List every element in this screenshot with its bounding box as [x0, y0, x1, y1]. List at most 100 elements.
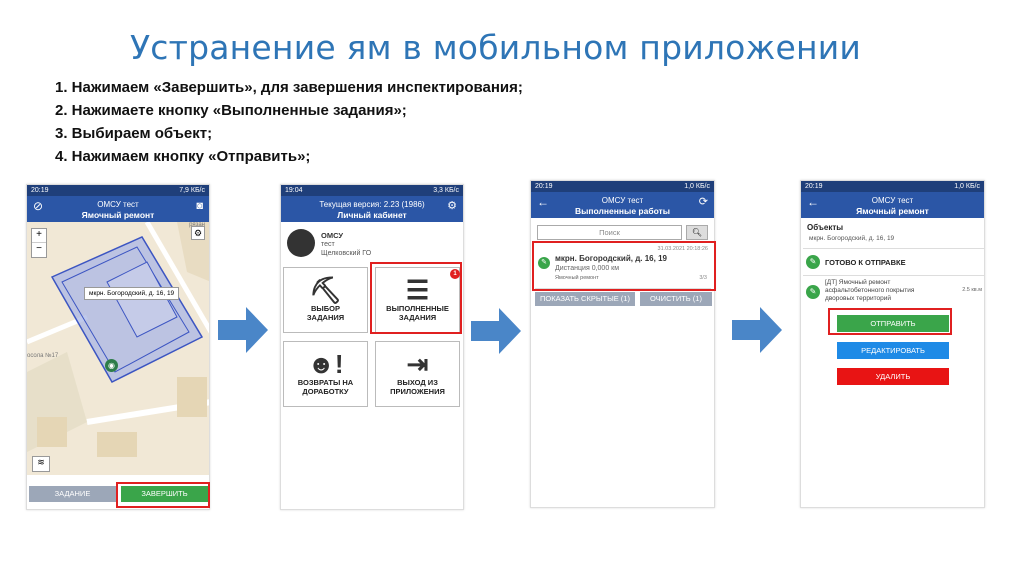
status-bar: 20:19 1,0 КБ/с [801, 181, 984, 192]
item-distance: Дистанция 0,000 км [555, 265, 620, 272]
ready-row: ✎ ГОТОВО К ОТПРАВКЕ [803, 248, 984, 276]
app-bar: ← ОМСУ тест Выполненные работы ⟳ [531, 192, 714, 218]
version-label: Текущая версия: 2.23 (1986) [319, 200, 425, 209]
refresh-icon[interactable]: ⟳ [698, 196, 708, 208]
map-drawing [27, 222, 209, 475]
show-hidden-button[interactable]: ПОКАЗАТЬ СКРЫТЫЕ (1) [535, 292, 635, 306]
app-bar: Текущая версия: 2.23 (1986) Личный кабин… [281, 196, 463, 222]
edit-button[interactable]: РЕДАКТИРОВАТЬ [837, 342, 949, 359]
search-button[interactable]: 🔍︎ [686, 225, 708, 240]
document-icon: ✎ [806, 285, 820, 299]
back-arrow-icon[interactable]: ← [807, 195, 819, 209]
clear-button[interactable]: ОЧИСТИТЬ (1) [640, 292, 712, 306]
phone-screen-cabinet: 19:04 3,3 КБ/с Текущая версия: 2.23 (198… [280, 184, 464, 510]
screen-title: Ямочный ремонт [81, 210, 155, 220]
zoom-out-button[interactable]: − [36, 243, 42, 254]
checklist-icon: ☰ [405, 275, 430, 305]
status-right: 1,0 КБ/с [684, 183, 710, 190]
zoom-controls: + − [31, 228, 47, 258]
highlight-list-item [532, 241, 716, 291]
camera-icon[interactable]: ◙ [196, 200, 203, 212]
item-address: мкрн. Богородский, д. 16, 19 [555, 254, 667, 263]
phone-screen-completed: 20:19 1,0 КБ/с ← ОМСУ тест Выполненные р… [530, 180, 715, 508]
work-amount: 2.5 кв.м [962, 287, 982, 293]
status-right: 3,3 КБ/с [433, 187, 459, 194]
tile-returns[interactable]: ☻! ВОЗВРАТЫ НА ДОРАБОТКУ [283, 341, 368, 407]
exit-icon: ⇥ [406, 349, 429, 379]
screen-title: Выполненные работы [575, 206, 670, 216]
zoom-in-button[interactable]: + [32, 229, 46, 243]
task-button[interactable]: ЗАДАНИЕ [29, 486, 116, 502]
finish-button[interactable]: ЗАВЕРШИТЬ [121, 486, 208, 502]
status-right: 1,0 КБ/с [954, 183, 980, 190]
work-description: [ДТ] Ямочный ремонт асфальтобетонного по… [825, 279, 915, 302]
item-date: 31.03.2021 20:18:26 [657, 246, 708, 252]
user-block: ОМСУ тест Щелковский ГО [285, 229, 461, 265]
app-title: ОМСУ тест [97, 200, 139, 209]
arrow-right-icon [471, 308, 521, 354]
status-time: 20:19 [805, 183, 823, 190]
highlight-completed-tasks [370, 262, 462, 334]
item-count: 3/3 [699, 275, 707, 281]
app-title: ОМСУ тест [601, 196, 644, 205]
status-time: 20:19 [31, 187, 49, 194]
user-name: тест [321, 241, 335, 248]
back-arrow-icon[interactable]: ← [537, 195, 549, 209]
app-bar: ⊘ ОМСУ тест Ямочный ремонт ◙ [27, 196, 209, 222]
item-type: Ямочный ремонт [555, 275, 599, 281]
map-pin-icon[interactable]: ◉ [105, 359, 118, 372]
tile-exit[interactable]: ⇥ ВЫХОД ИЗ ПРИЛОЖЕНИЯ [375, 341, 460, 407]
user-org: ОМСУ [321, 231, 344, 240]
tile-completed-tasks[interactable]: ☰ ВЫПОЛНЕННЫЕ ЗАДАНИЯ 1 [375, 267, 460, 333]
objects-title: Объекты [807, 223, 844, 232]
map-view[interactable]: мкрн. Богородский, д. 16, 19 ◉ + − ⚙ осо… [27, 222, 209, 475]
ready-label: ГОТОВО К ОТПРАВКЕ [825, 258, 906, 267]
gear-icon[interactable]: ⚙ [447, 200, 457, 212]
screen-title: Ямочный ремонт [856, 206, 929, 216]
search-input[interactable]: Поиск [537, 225, 682, 240]
app-bar: ← ОМСУ тест Ямочный ремонт [801, 192, 984, 218]
slide-title: Устранение ям в мобильном приложении [130, 28, 862, 67]
settings-icon[interactable]: ⚙ [191, 226, 205, 240]
bottom-bar: ЗАДАНИЕ ЗАВЕРШИТЬ [27, 475, 209, 509]
shovel-icon: ⛏ [308, 275, 342, 305]
document-icon: ✎ [538, 257, 550, 269]
highlight-finish [116, 482, 210, 508]
highlight-send [828, 308, 952, 335]
status-bar: 19:04 3,3 КБ/с [281, 185, 463, 196]
layers-icon[interactable]: ≋ [32, 456, 50, 472]
screen-title: Личный кабинет [337, 210, 407, 220]
arrow-right-icon [732, 307, 782, 353]
tile-label: ВЫПОЛНЕННЫЕ ЗАДАНИЯ [386, 304, 449, 322]
arrow-right-icon [218, 307, 268, 353]
user-district: Щелковский ГО [321, 250, 372, 257]
street-label-1: осола №17 [27, 353, 59, 359]
step-2: 2. Нажимаете кнопку «Выполненные задания… [55, 102, 407, 119]
step-3: 3. Выбираем объект; [55, 125, 213, 142]
map-address-label: мкрн. Богородский, д. 16, 19 [84, 287, 180, 300]
status-bar: 20:19 1,0 КБ/с [531, 181, 714, 192]
tile-label: ВЫБОР ЗАДАНИЯ [306, 304, 345, 322]
phone-screen-map: 20:19 7,9 КБ/с ⊘ ОМСУ тест Ямочный ремон… [26, 184, 210, 510]
tile-select-task[interactable]: ⛏ ВЫБОР ЗАДАНИЯ [283, 267, 368, 333]
objects-address: мкрн. Богородский, д. 16, 19 [809, 235, 895, 242]
app-title: ОМСУ тест [871, 196, 914, 205]
work-row[interactable]: ✎ [ДТ] Ямочный ремонт асфальтобетонного … [803, 278, 984, 308]
document-icon: ✎ [806, 255, 820, 269]
steps-list: 1. Нажимаем «Завершить», для завершения … [55, 76, 523, 168]
status-time: 19:04 [285, 187, 303, 194]
delete-button[interactable]: УДАЛИТЬ [837, 368, 949, 385]
user-alert-icon: ☻! [307, 349, 344, 379]
status-time: 20:19 [535, 183, 553, 190]
list-item[interactable]: 31.03.2021 20:18:26 ✎ мкрн. Богородский,… [535, 245, 711, 289]
send-button[interactable]: ОТПРАВИТЬ [837, 315, 949, 332]
logo-icon: ⊘ [33, 199, 44, 213]
step-1: 1. Нажимаем «Завершить», для завершения … [55, 79, 523, 96]
status-right: 7,9 КБ/с [179, 187, 205, 194]
phone-screen-object: 20:19 1,0 КБ/с ← ОМСУ тест Ямочный ремон… [800, 180, 985, 508]
tile-label: ВОЗВРАТЫ НА ДОРАБОТКУ [297, 378, 354, 396]
tile-label: ВЫХОД ИЗ ПРИЛОЖЕНИЯ [390, 378, 445, 396]
street-label-2: рязан [189, 222, 205, 228]
step-4: 4. Нажимаем кнопку «Отправить»; [55, 148, 311, 165]
notification-badge: 1 [450, 269, 460, 279]
